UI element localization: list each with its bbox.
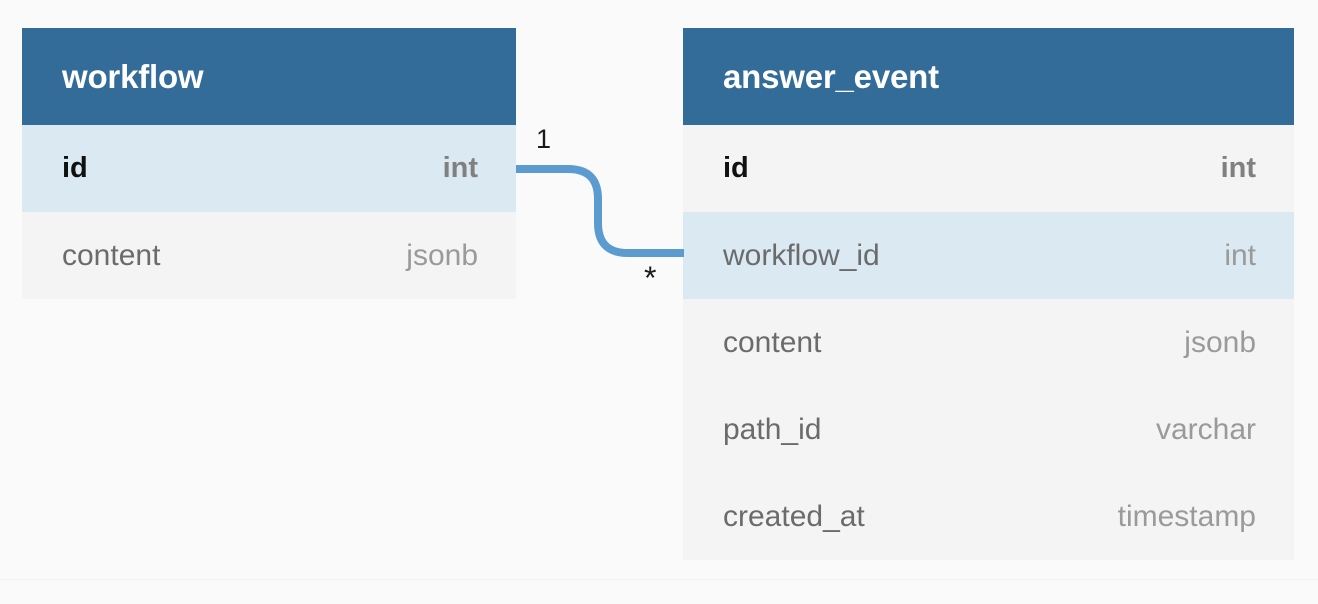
field-name: id: [723, 152, 749, 184]
entity-header-workflow[interactable]: workflow: [22, 28, 516, 125]
entity-field-row-answer-event-path-id[interactable]: path_id varchar: [683, 386, 1294, 473]
field-type: timestamp: [1117, 499, 1256, 533]
field-type: jsonb: [406, 238, 478, 272]
canvas-baseline-rule: [0, 579, 1318, 580]
entity-field-row-answer-event-created-at[interactable]: created_at timestamp: [683, 473, 1294, 560]
entity-table-workflow[interactable]: workflow id int content jsonb: [22, 28, 516, 299]
entity-field-row-answer-event-workflow-id[interactable]: workflow_id int: [683, 212, 1294, 299]
field-name: content: [62, 238, 161, 272]
field-type: int: [442, 152, 478, 184]
field-type: int: [1220, 152, 1256, 184]
entity-field-row-answer-event-id[interactable]: id int: [683, 125, 1294, 212]
entity-field-row-workflow-id[interactable]: id int: [22, 125, 516, 212]
entity-table-answer-event[interactable]: answer_event id int workflow_id int cont…: [683, 28, 1294, 560]
entity-title-answer-event: answer_event: [723, 58, 939, 95]
field-name: workflow_id: [723, 238, 880, 272]
field-name: id: [62, 152, 88, 184]
entity-field-row-answer-event-content[interactable]: content jsonb: [683, 299, 1294, 386]
field-type: int: [1224, 238, 1256, 272]
field-name: content: [723, 325, 822, 359]
entity-header-answer-event[interactable]: answer_event: [683, 28, 1294, 125]
entity-title-workflow: workflow: [62, 58, 204, 95]
field-name: created_at: [723, 499, 865, 533]
relationship-line-workflow-to-answer-event: [516, 165, 684, 257]
relationship-cardinality-target: *: [644, 260, 657, 296]
relationship-cardinality-source: 1: [536, 124, 552, 154]
field-name: path_id: [723, 412, 822, 446]
field-type: varchar: [1155, 412, 1256, 446]
entity-field-row-workflow-content[interactable]: content jsonb: [22, 212, 516, 299]
field-type: jsonb: [1184, 325, 1256, 359]
